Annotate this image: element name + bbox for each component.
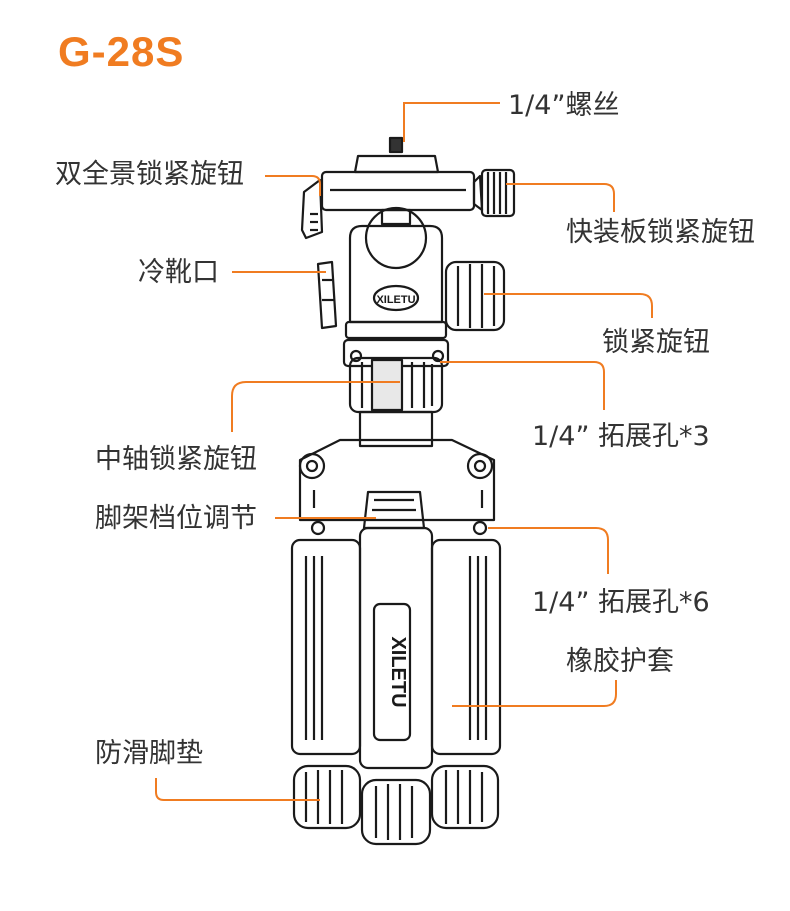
brand-badge-text: XILETU <box>376 294 415 306</box>
right-foot <box>430 764 500 830</box>
leader-panorama <box>265 175 321 196</box>
brand-badge <box>372 284 420 312</box>
center-leg <box>358 526 434 770</box>
leader-rubber <box>452 680 617 707</box>
leader-screw <box>403 102 500 142</box>
center-foot <box>360 778 432 846</box>
ball <box>364 206 428 270</box>
leg-hole-left <box>310 520 326 536</box>
product-title: G-28S <box>58 28 185 75</box>
leader-quick-plate <box>506 183 615 212</box>
left-foot <box>292 764 362 830</box>
left-leg <box>290 538 362 756</box>
leg-lock-left <box>298 452 326 480</box>
leader-feet <box>155 778 320 801</box>
top-screw <box>388 136 404 154</box>
leader-lock-knob <box>484 293 653 318</box>
brand-plate-text: XILETU <box>387 636 409 707</box>
leg-hole-right <box>472 520 488 536</box>
leader-expansion-3 <box>440 361 605 410</box>
leader-lines <box>155 102 653 801</box>
leader-center-column <box>231 381 400 432</box>
label-cold-shoe: 冷靴口 <box>138 257 219 288</box>
ballhead-body <box>348 224 444 324</box>
label-antiskid-feet: 防滑脚垫 <box>95 738 203 769</box>
leg-lock-right <box>466 452 494 480</box>
brand-plate <box>372 602 412 742</box>
quick-plate-knob <box>480 168 516 218</box>
label-rubber-sleeve: 橡胶护套 <box>566 646 674 677</box>
label-leg-angle: 脚架档位调节 <box>95 503 257 534</box>
quick-release-plate <box>353 154 440 174</box>
label-screw: 1/4”螺丝 <box>508 90 620 121</box>
label-center-column-knob: 中轴锁紧旋钮 <box>95 444 257 475</box>
cold-shoe <box>316 260 338 330</box>
leg-hub <box>298 438 496 522</box>
right-leg <box>430 538 502 756</box>
label-expansion-6: 1/4” 拓展孔*6 <box>532 587 710 618</box>
label-lock-knob: 锁紧旋钮 <box>602 327 710 358</box>
label-expansion-3: 1/4” 拓展孔*3 <box>532 421 710 452</box>
tripod-drawing: XILETU <box>290 136 516 846</box>
leader-expansion-6 <box>488 527 609 574</box>
lock-knob <box>444 260 506 332</box>
label-quick-plate-knob: 快装板锁紧旋钮 <box>566 217 755 248</box>
label-panorama-knob: 双全景锁紧旋钮 <box>55 159 244 190</box>
panorama-lever <box>300 178 324 240</box>
